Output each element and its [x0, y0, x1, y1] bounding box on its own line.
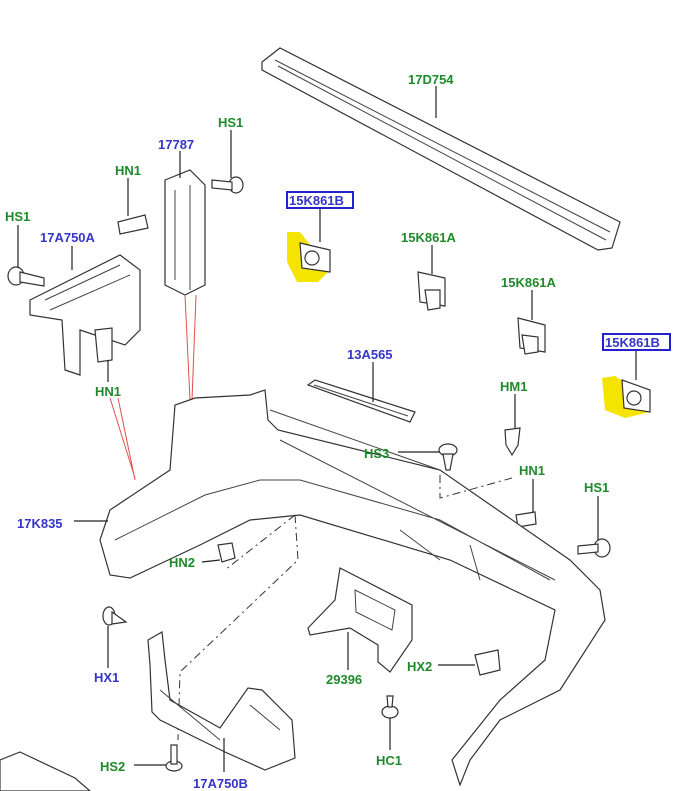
label-17K835[interactable]: 17K835	[17, 516, 63, 531]
nut-hn1-top[interactable]	[117, 214, 149, 235]
label-15K861A[interactable]: 15K861A	[401, 230, 457, 245]
screw-hs1-left[interactable]	[7, 266, 45, 287]
label-hs1[interactable]: HS1	[218, 115, 243, 130]
label-17A750B[interactable]: 17A750B	[193, 776, 248, 791]
part-17K835-bumper-cover[interactable]	[99, 389, 606, 787]
label-hm1[interactable]: HM1	[500, 379, 527, 394]
label-15K861B[interactable]: 15K861B	[289, 193, 344, 208]
label-hn1[interactable]: HN1	[519, 463, 545, 478]
label-hx2[interactable]: HX2	[407, 659, 432, 674]
highlight-box	[602, 333, 671, 351]
part-17D754[interactable]	[261, 47, 621, 251]
part-partial-bottom-left	[0, 751, 91, 791]
label-hn1[interactable]: HN1	[95, 384, 121, 399]
label-hs2[interactable]: HS2	[100, 759, 125, 774]
clip-15K861B-2[interactable]	[602, 376, 651, 418]
label-hx1[interactable]: HX1	[94, 670, 119, 685]
fixing-hx2[interactable]	[474, 649, 501, 676]
label-15K861B[interactable]: 15K861B	[605, 335, 660, 350]
screw-hs1-top[interactable]	[211, 176, 244, 194]
fixing-hm1[interactable]	[504, 427, 521, 457]
label-hs3[interactable]: HS3	[364, 446, 389, 461]
part-29396[interactable]	[307, 567, 413, 673]
fixing-hs3[interactable]	[438, 443, 458, 471]
nut-hn2[interactable]	[217, 542, 236, 563]
label-hs1[interactable]: HS1	[5, 209, 30, 224]
label-hc1[interactable]: HC1	[376, 753, 402, 768]
label-29396[interactable]: 29396	[326, 672, 362, 687]
part-17A750A[interactable]	[29, 254, 141, 376]
label-17787[interactable]: 17787	[158, 137, 194, 152]
label-17D754[interactable]: 17D754	[408, 72, 454, 87]
nut-hn1-left[interactable]	[94, 327, 113, 363]
part-17A750B[interactable]	[147, 631, 296, 771]
clip-15K861A-1[interactable]	[417, 271, 446, 311]
clip-15K861B-1[interactable]	[287, 232, 331, 282]
label-17A750A[interactable]: 17A750A	[40, 230, 96, 245]
label-13A565[interactable]: 13A565	[347, 347, 393, 362]
fixing-hx1[interactable]	[102, 606, 128, 626]
label-hs1[interactable]: HS1	[584, 480, 609, 495]
highlight-box	[286, 191, 354, 209]
screw-hs2[interactable]	[165, 744, 183, 772]
label-hn2[interactable]: HN2	[169, 555, 195, 570]
clip-hc1[interactable]	[381, 695, 399, 719]
label-15K861A[interactable]: 15K861A	[501, 275, 557, 290]
part-13A565[interactable]	[306, 379, 416, 423]
screw-hs1-right[interactable]	[577, 538, 611, 558]
label-hn1[interactable]: HN1	[115, 163, 141, 178]
part-17787[interactable]	[164, 169, 206, 296]
clip-15K861A-2[interactable]	[517, 317, 546, 355]
